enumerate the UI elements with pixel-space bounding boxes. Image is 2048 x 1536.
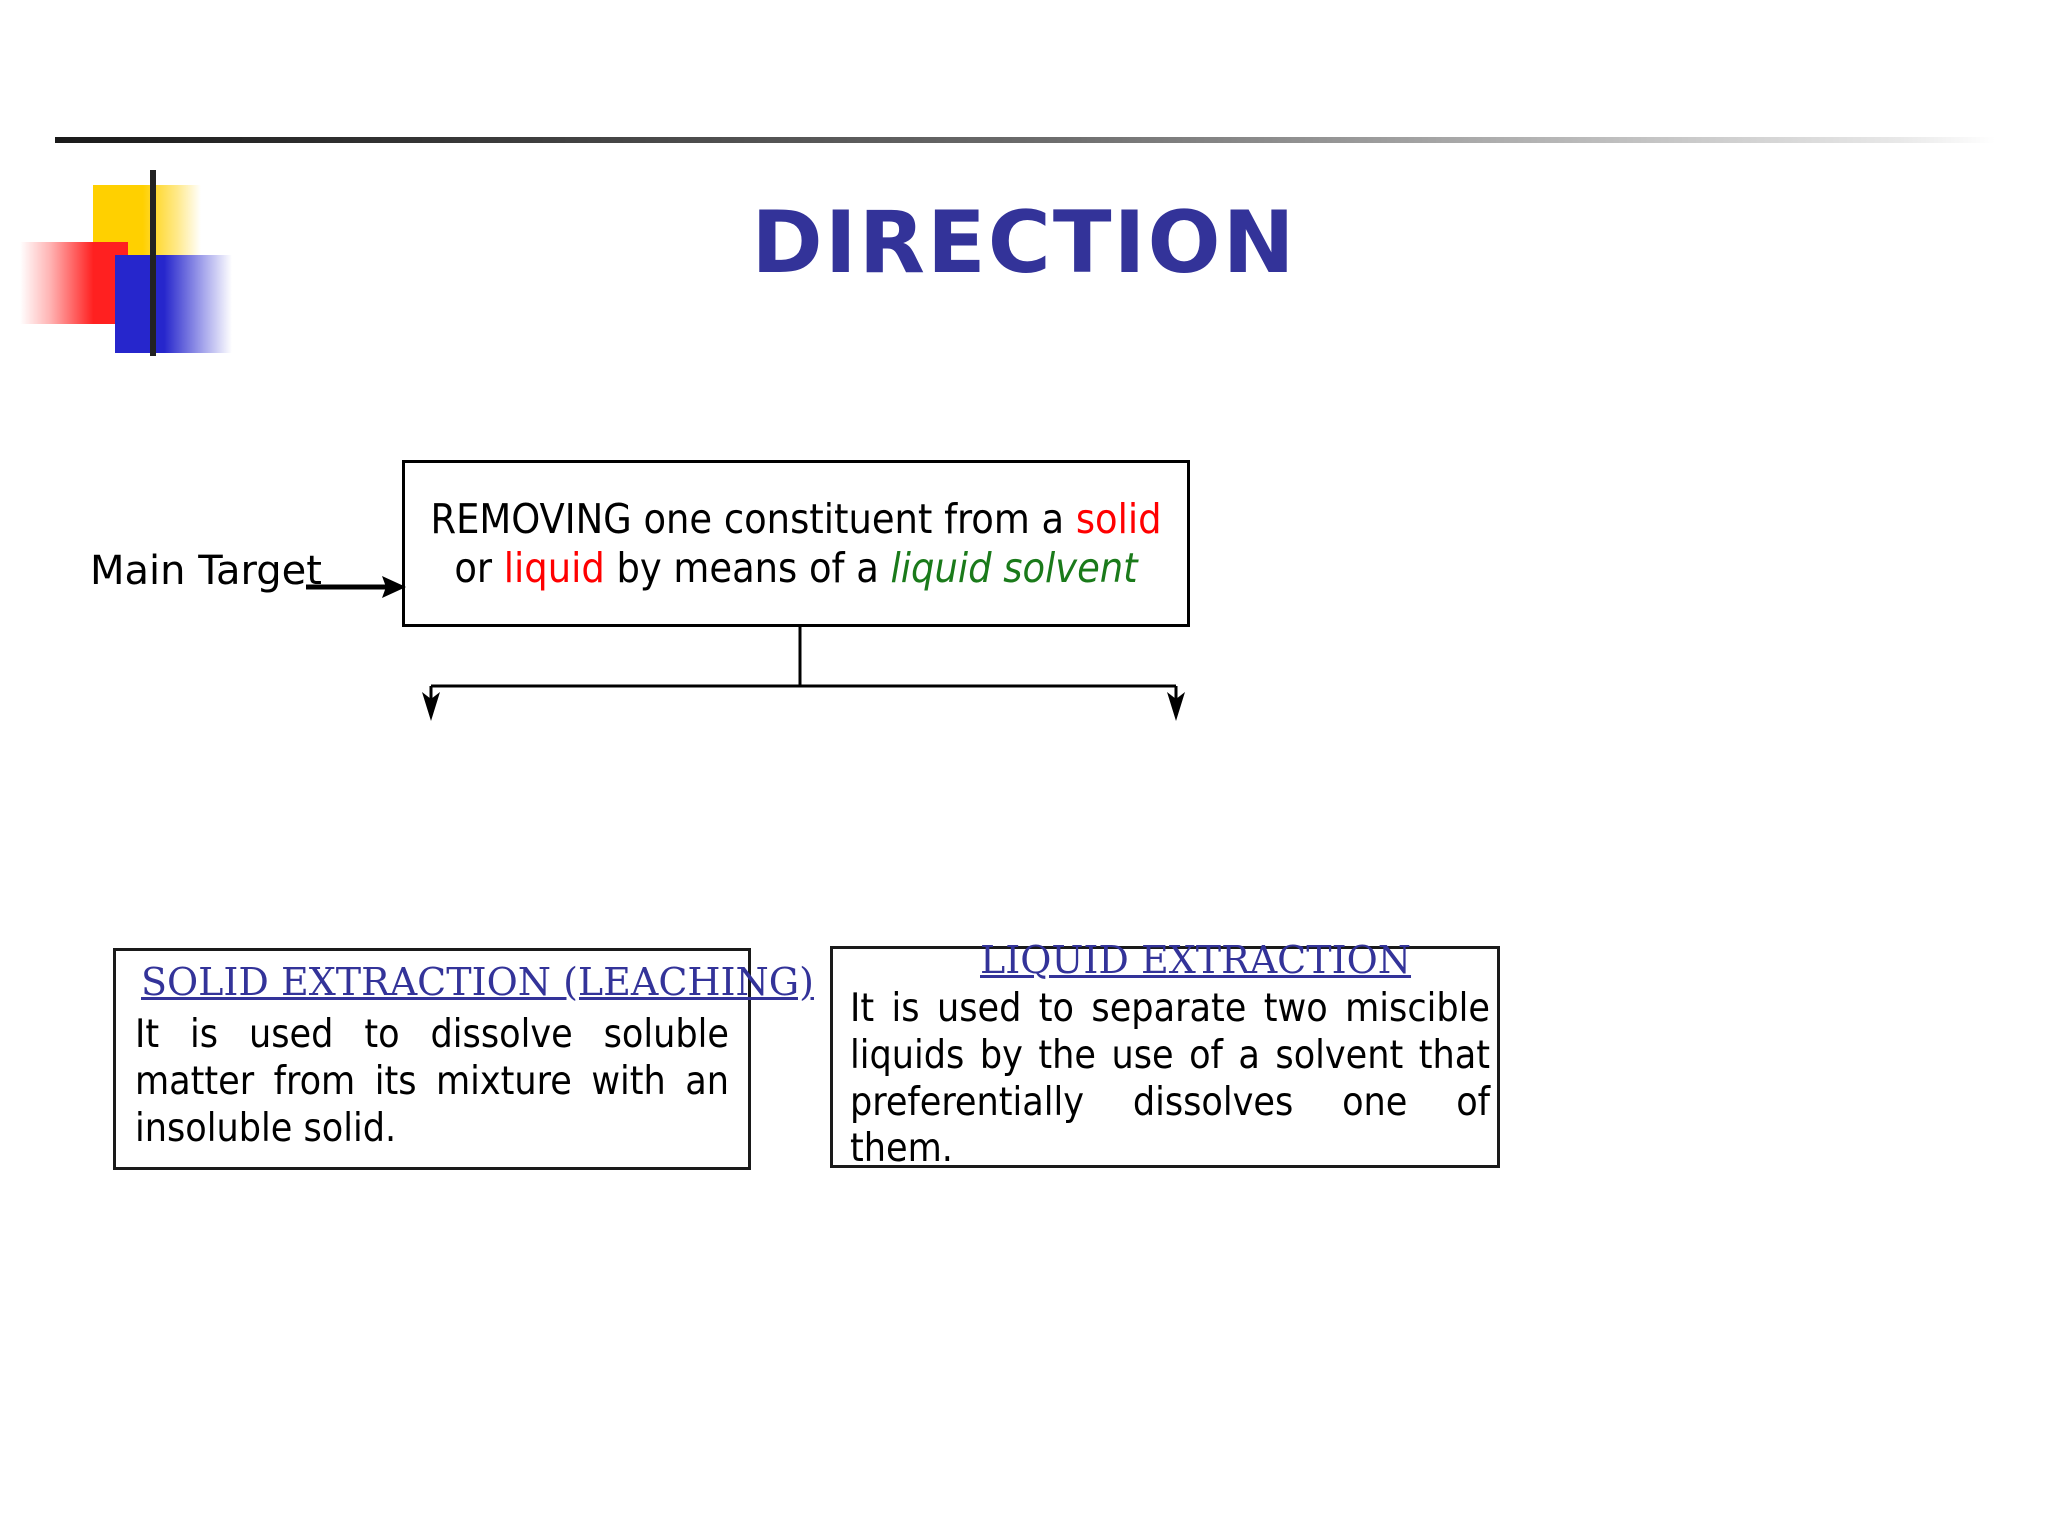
definition-line2-prefix: or [454, 543, 504, 592]
connector-tree [422, 626, 1185, 721]
definition-line2-mid: by means of a [604, 543, 891, 592]
arrow-right-icon [306, 576, 406, 598]
red-square-icon [20, 242, 128, 324]
main-target-label: Main Target [90, 548, 322, 594]
definition-line1-prefix: REMOVING one constituent from a [430, 495, 1076, 544]
horizontal-rule [55, 137, 1995, 143]
liquid-extraction-heading: LIQUID EXTRACTION [980, 938, 1412, 982]
liquid-extraction-box [830, 946, 1500, 1168]
definition-box: REMOVING one constituent from a solid or… [402, 460, 1190, 627]
definition-solid-word: solid [1075, 495, 1162, 544]
liquid-extraction-body: It is used to separate two miscible liqu… [850, 986, 1490, 1172]
solid-extraction-body: It is used to dissolve soluble matter fr… [135, 1012, 729, 1151]
blue-square-icon [115, 255, 232, 353]
definition-liquid-word: liquid [503, 543, 605, 592]
solid-extraction-box [113, 948, 751, 1170]
decorative-squares-logo [20, 165, 300, 365]
page-title: DIRECTION [751, 193, 1297, 293]
definition-box-text: REMOVING one constituent from a solid or… [416, 495, 1175, 592]
vertical-rule [150, 170, 156, 356]
solid-extraction-heading: SOLID EXTRACTION (LEACHING) [141, 960, 814, 1004]
definition-liquid-solvent-word: liquid solvent [890, 543, 1138, 592]
